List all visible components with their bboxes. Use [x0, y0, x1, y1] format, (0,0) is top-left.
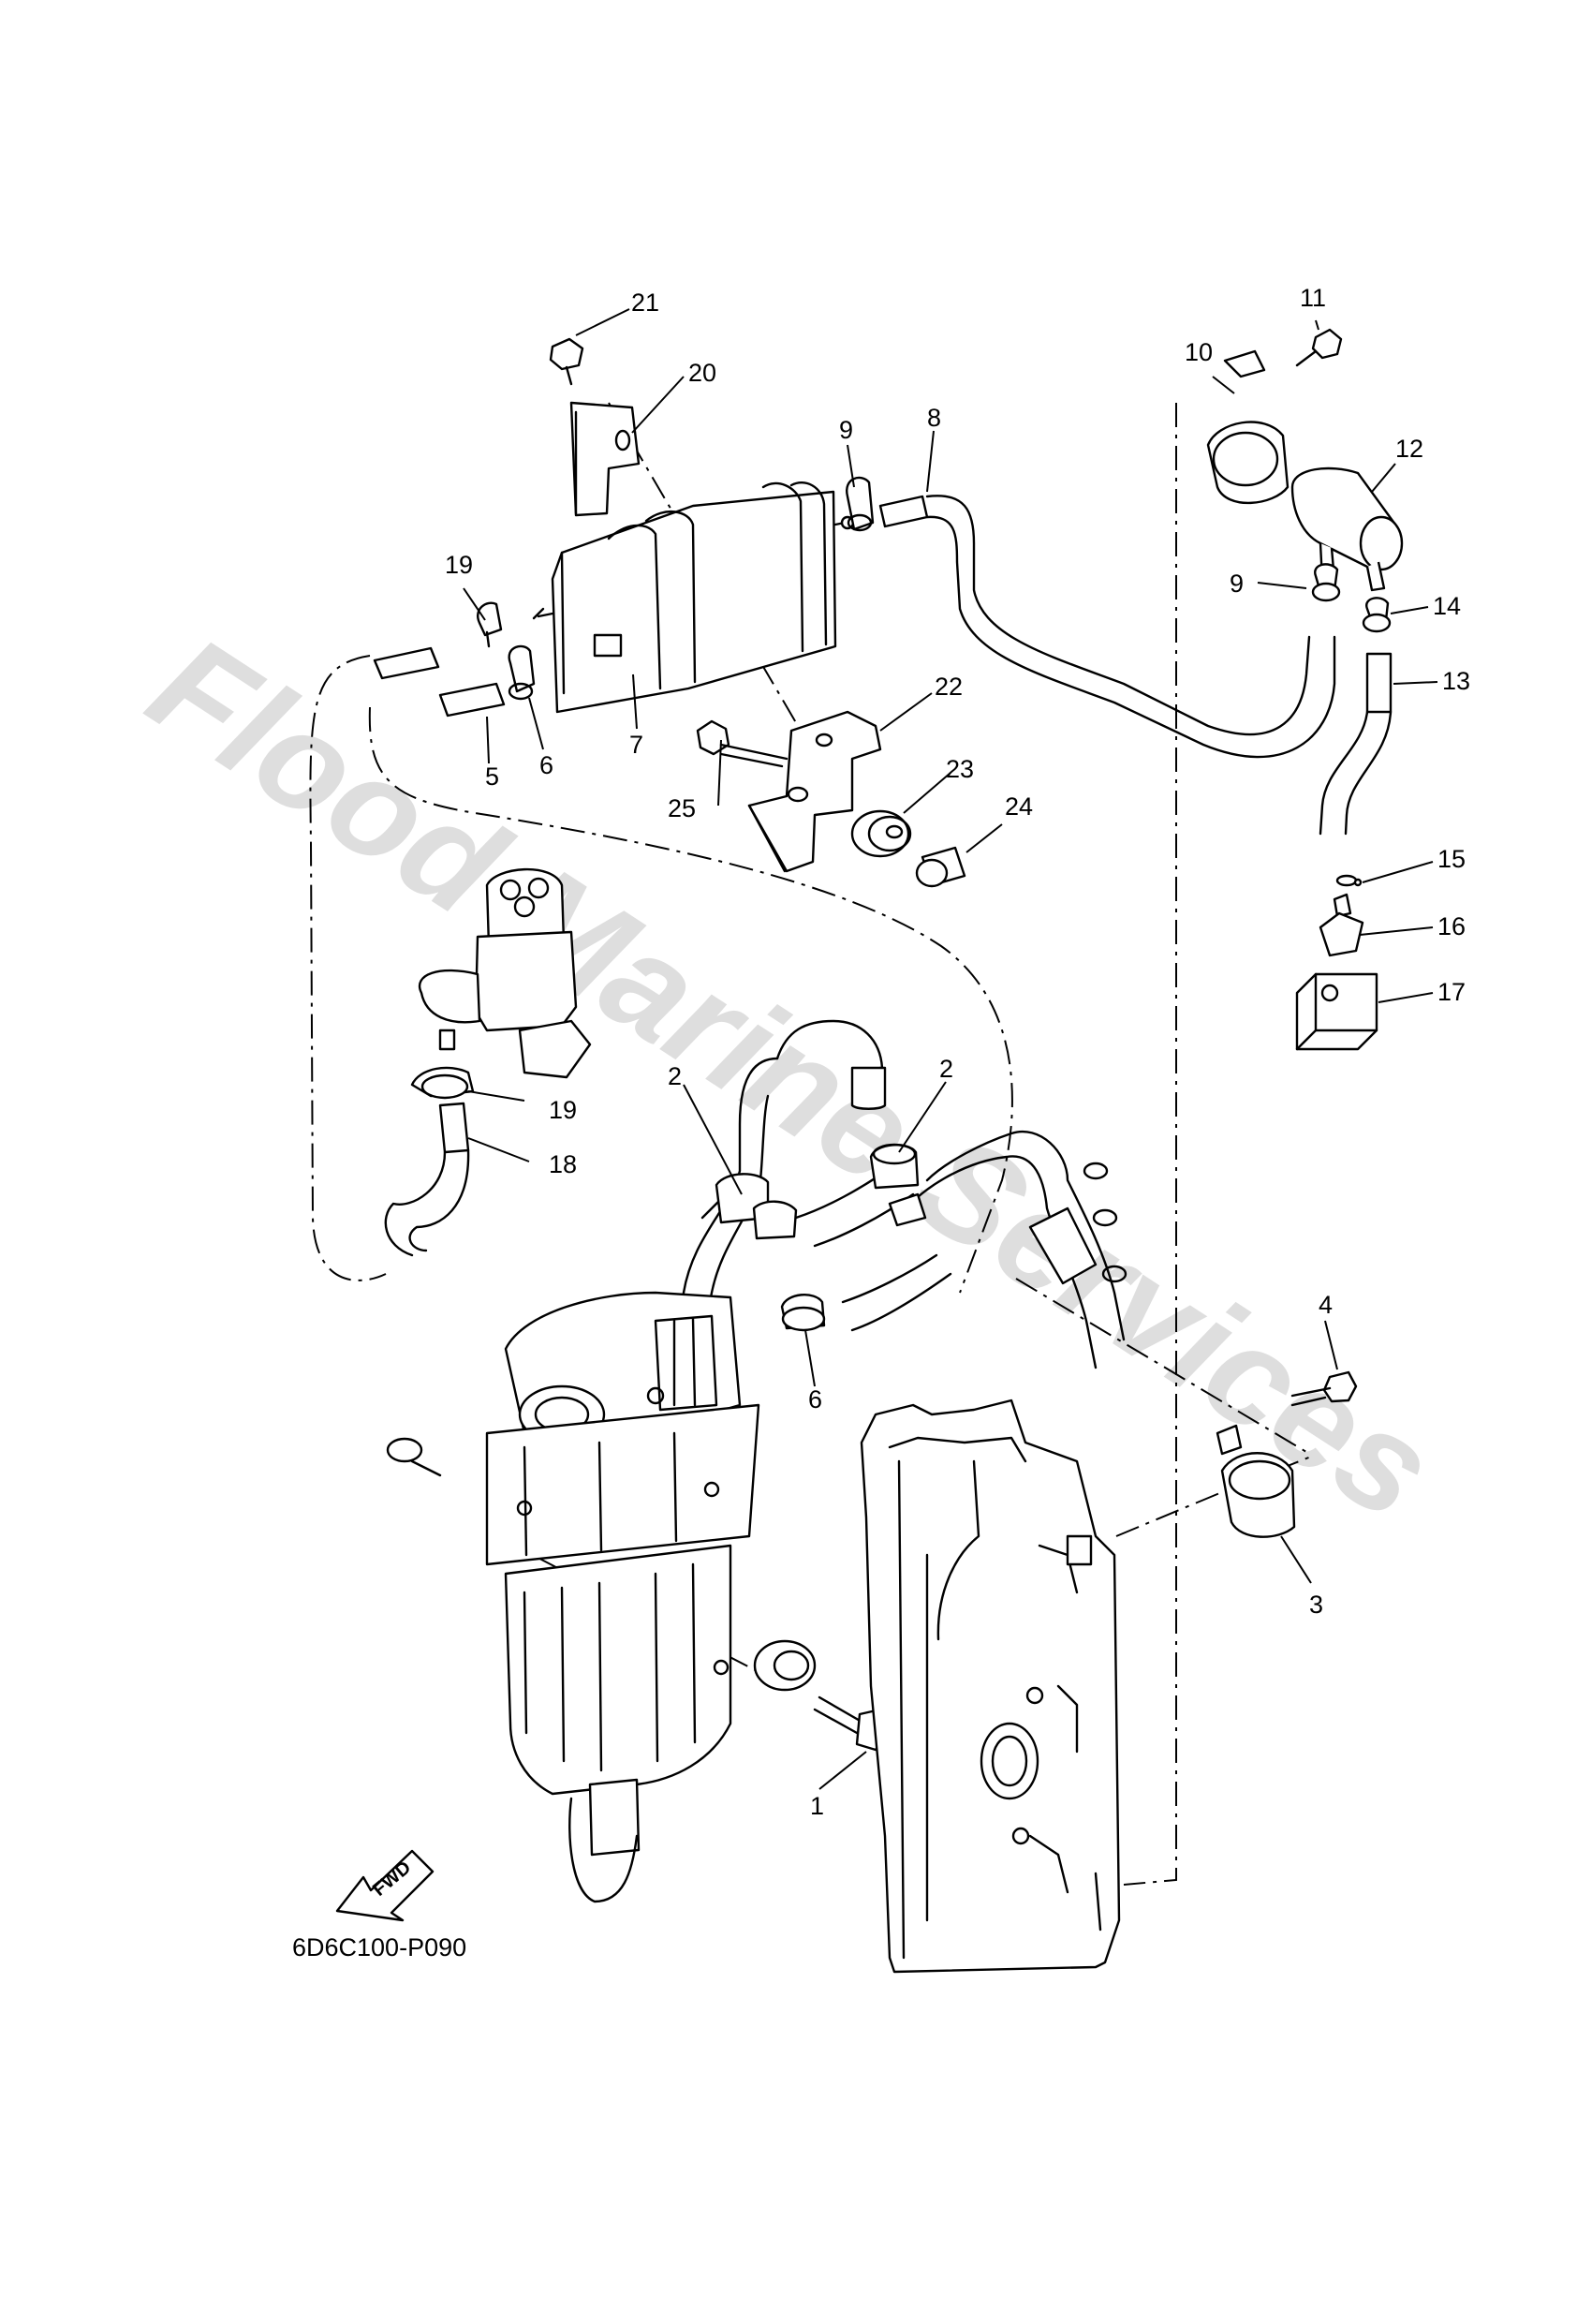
hose-5: [373, 646, 506, 718]
clip-14: [1362, 597, 1392, 633]
callout-10: 10: [1185, 338, 1213, 366]
callout-9-top: 9: [839, 416, 853, 444]
callout-18: 18: [549, 1150, 577, 1178]
grommet-bottom: [753, 1639, 817, 1692]
callout-numbers: 21 20 9 8 10 11 12 9 14 13 15 16 17 19 5…: [445, 284, 1470, 1820]
bracket-10: [1206, 349, 1290, 505]
grommet-23: [850, 809, 912, 858]
callout-22: 22: [935, 673, 963, 701]
callout-13: 13: [1442, 667, 1470, 695]
callout-14: 14: [1433, 592, 1461, 620]
callout-6-center: 6: [808, 1385, 822, 1414]
cylinder-head-cover: [860, 1399, 1121, 1974]
clip-15: [1335, 874, 1363, 887]
clip-6-center: [780, 1294, 826, 1332]
callout-4: 4: [1319, 1291, 1333, 1319]
clip-19-mid: [410, 1066, 475, 1100]
bracket-22: [747, 710, 882, 873]
collar-24: [915, 846, 966, 888]
callout-5: 5: [485, 762, 499, 791]
callout-24: 24: [1005, 792, 1033, 821]
clip-2-right: [869, 1143, 927, 1227]
clip-9-top: [846, 476, 875, 532]
leader-lines: [463, 308, 1438, 1790]
callout-15: 15: [1437, 845, 1466, 873]
clip-19-top: [477, 601, 503, 648]
bolt-11: [1295, 328, 1343, 367]
callout-19-mid: 19: [549, 1096, 577, 1124]
solenoid-valve: [418, 867, 592, 1079]
callout-12: 12: [1395, 435, 1423, 463]
callout-1: 1: [810, 1792, 824, 1820]
callout-25: 25: [668, 794, 696, 822]
filter-12: [1290, 466, 1404, 592]
small-clips: [1083, 1162, 1127, 1283]
callout-3: 3: [1309, 1591, 1323, 1619]
callout-16: 16: [1437, 912, 1466, 940]
callout-20: 20: [688, 359, 716, 387]
clip-2-left: [715, 1173, 798, 1240]
holder-17: [1295, 972, 1378, 1051]
callout-2-right: 2: [939, 1055, 953, 1083]
callout-6-top: 6: [539, 751, 553, 779]
callout-21: 21: [631, 289, 659, 317]
bolt-left-top: [386, 1437, 442, 1477]
callout-7: 7: [629, 731, 643, 759]
fuel-lines: [677, 1019, 1126, 1369]
clamp-3: [1216, 1424, 1296, 1538]
callout-2-left: 2: [668, 1062, 682, 1090]
clip-9-right: [1311, 563, 1341, 602]
callout-23: 23: [946, 755, 974, 783]
callout-17: 17: [1437, 978, 1466, 1006]
bolt-4: [1290, 1370, 1358, 1407]
fwd-arrow-icon: FWD: [335, 1849, 435, 1922]
bolt-21: [549, 337, 584, 386]
hose-18: [384, 1102, 470, 1257]
hose-8: [878, 495, 1336, 759]
callout-19-top: 19: [445, 551, 473, 579]
bracket-20: [569, 401, 641, 517]
bolt-25: [696, 719, 788, 768]
check-valve-16: [1319, 893, 1364, 957]
hose-13: [1319, 652, 1393, 836]
callout-11: 11: [1300, 284, 1326, 312]
callout-8: 8: [927, 404, 941, 432]
canister-7: [532, 481, 855, 714]
installation-lines: [309, 402, 1312, 1886]
clip-6-top: [508, 644, 536, 701]
vapor-separator: [485, 1291, 760, 1903]
diagram-code: 6D6C100-P090: [292, 1933, 466, 1961]
callout-9-right: 9: [1230, 570, 1244, 598]
